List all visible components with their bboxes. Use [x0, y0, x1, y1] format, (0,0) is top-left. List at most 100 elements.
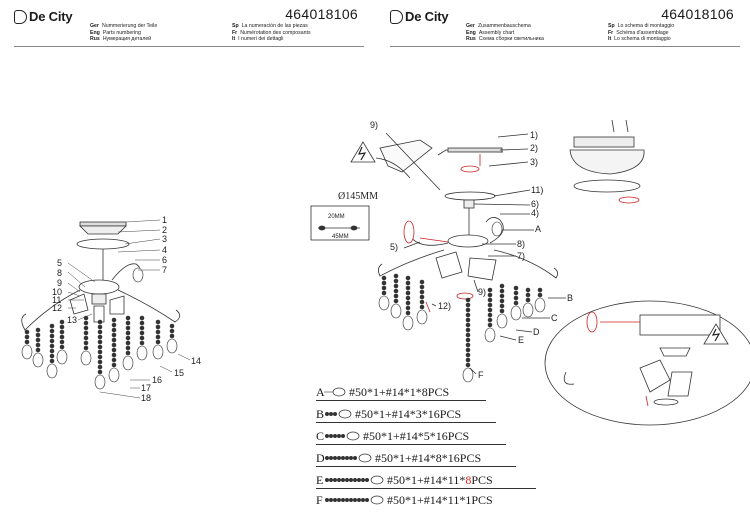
part-number: 1: [162, 215, 167, 225]
legend-divider: [316, 400, 486, 401]
ceiling-plate: [79, 221, 127, 227]
part-number: 18: [141, 393, 151, 403]
part-number: 17: [141, 383, 151, 393]
legend-spec: #50*1+#14*5*16PCS: [363, 428, 470, 443]
brand-logo-icon: [14, 9, 27, 24]
crystal-strands: [21, 267, 178, 390]
legend-row: E #50*1+#14*11*8PCS: [316, 472, 493, 488]
part-number: 2: [162, 225, 167, 235]
legend-spec: #50*1+#14*1*8PCS: [349, 384, 450, 399]
crystal-drop: [152, 344, 164, 360]
legend-divider: [316, 444, 506, 445]
header-rule: [390, 46, 740, 47]
legend-row: F #50*1+#14*11*1PCS: [316, 492, 493, 508]
crystal-strand: [166, 323, 178, 354]
crystal-drop: [80, 350, 92, 366]
arm: [21, 289, 81, 331]
legend-letter: F: [316, 492, 323, 507]
strand-icon: [325, 431, 360, 441]
crystal-drop: [56, 349, 68, 365]
part-number: 5: [57, 258, 62, 268]
crystal-strand: [152, 319, 164, 360]
shade: [93, 305, 105, 323]
crystal-drop: [136, 345, 148, 361]
part-numbers: 1 2 3 4 5 6 7 8 9 10 11 12 13 14 15 16 1…: [52, 215, 201, 403]
crystal-strand: [94, 319, 106, 390]
legend-spec: #50*1+#14*11*1PCS: [387, 492, 493, 507]
legend-spec: #50*1+#14*8*16PCS: [375, 450, 482, 465]
crystal-drop: [122, 355, 134, 371]
brand-logo-icon: [390, 9, 403, 24]
crystal-drop: [132, 267, 144, 283]
legend-letter: D: [316, 450, 325, 465]
legend-divider: [316, 466, 516, 467]
part-number: 12: [52, 303, 62, 313]
part-number: 13: [67, 315, 77, 325]
brand-name: De City: [405, 9, 449, 24]
crystal-strand: [108, 317, 120, 383]
strand-icon: [324, 387, 346, 397]
crystal-drop: [21, 344, 33, 360]
legend-spec: #50*1+#14*11*8PCS: [387, 472, 493, 487]
strand-icon: [325, 495, 384, 505]
crystal-strand: [56, 319, 68, 365]
canopy-base: [76, 238, 130, 250]
legend-row: C #50*1+#14*5*16PCS: [316, 428, 469, 444]
crystal-drop: [108, 367, 120, 383]
body-socket: [91, 293, 107, 305]
part-number: 14: [191, 356, 201, 366]
legend-divider: [316, 488, 536, 489]
crystal-drop: [32, 352, 44, 368]
crystal-strand: [46, 323, 58, 379]
strand-icon: [325, 453, 372, 463]
canopy: [79, 225, 127, 235]
crystal-strand: [136, 315, 148, 361]
product-code: 464018106: [661, 6, 734, 22]
legend-row: D #50*1+#14*8*16PCS: [316, 450, 481, 466]
legend-letter: C: [316, 428, 325, 443]
strand-icon: [325, 475, 384, 485]
part-number: 8: [57, 268, 62, 278]
part-number: 16: [152, 375, 162, 385]
brand-name: De City: [29, 9, 73, 24]
part-number: 15: [174, 368, 184, 378]
legend-letter: B: [316, 406, 325, 421]
legend-letter: E: [316, 472, 324, 487]
strand-icon: [325, 409, 352, 419]
part-number: 4: [162, 245, 167, 255]
crystal-strand: [21, 329, 33, 360]
header-rule: [14, 46, 364, 47]
legend-letter: A: [316, 384, 325, 399]
product-code: 464018106: [285, 6, 358, 22]
part-number: 6: [162, 255, 167, 265]
leader-lines: [67, 219, 191, 399]
crystal-strand: [80, 315, 92, 366]
shade: [69, 293, 89, 315]
legend-spec: #50*1+#14*3*16PCS: [355, 406, 462, 421]
part-number: 9: [57, 278, 62, 288]
crystal-strand: [132, 267, 144, 283]
part-number: 10: [52, 287, 62, 297]
crystal-drop: [166, 338, 178, 354]
part-number: 7: [162, 265, 167, 275]
legend-row: B #50*1+#14*3*16PCS: [316, 406, 461, 422]
brand-logo: De City: [14, 9, 73, 24]
part-number: 11: [52, 295, 61, 305]
crystal-strand: [122, 315, 134, 371]
arm: [117, 289, 181, 323]
